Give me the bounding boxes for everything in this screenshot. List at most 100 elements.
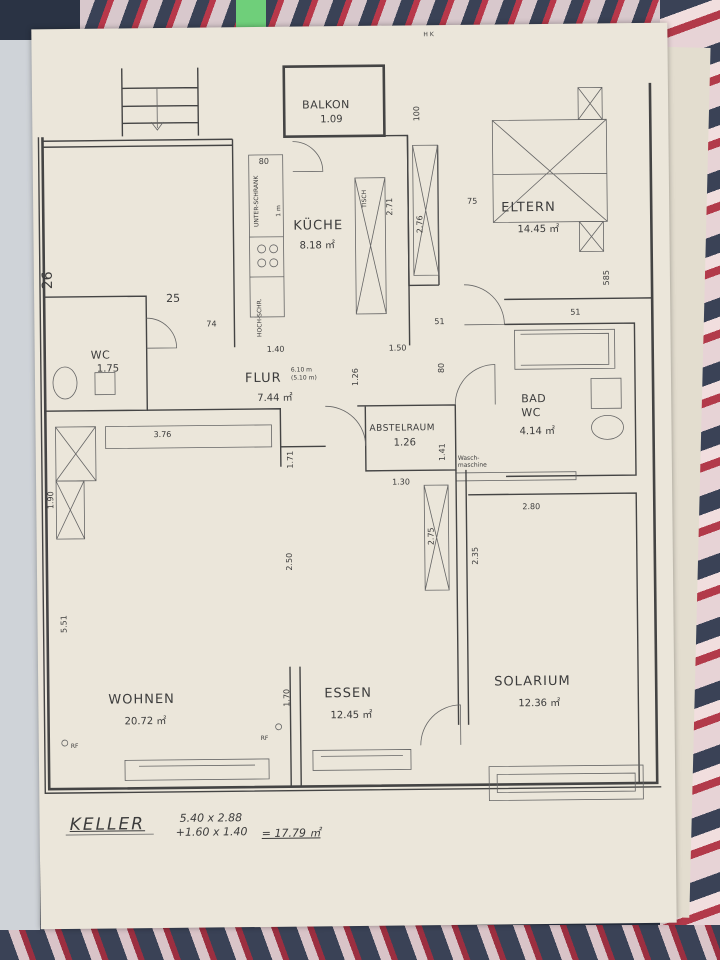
stove-ring xyxy=(269,258,279,268)
essen-label: ESSEN xyxy=(324,685,373,702)
flur-label: FLUR xyxy=(244,370,282,387)
cabinet xyxy=(55,426,97,482)
solarium-label: SOLARIUM xyxy=(494,673,571,690)
rf-label-wohnen: RF xyxy=(70,742,79,750)
window-wohnen xyxy=(124,758,270,781)
dim-190: 1.90 xyxy=(46,491,56,510)
balkon-area: 1.09 xyxy=(320,114,343,126)
living-walls xyxy=(289,469,470,787)
bed xyxy=(491,118,608,223)
outer-wall xyxy=(41,82,659,791)
bad-door-swing xyxy=(454,364,496,405)
dim-80: 80 xyxy=(258,156,269,166)
dim-25: 25 xyxy=(166,291,181,305)
wc-walls xyxy=(44,295,149,412)
bad-area: 4.14 ㎡ xyxy=(519,425,556,438)
bad-label: BAD xyxy=(521,391,547,406)
dim-585: 585 xyxy=(601,270,612,286)
dim-74: 74 xyxy=(206,319,217,329)
dim-271: 2.71 xyxy=(385,197,395,216)
nightstand xyxy=(577,86,603,121)
dim-80b: 80 xyxy=(436,362,446,374)
keller-calc-result: = 17.79 ㎡ xyxy=(261,826,321,840)
wc-area: 1.75 xyxy=(96,363,120,375)
bad-wc-label: WC xyxy=(521,406,541,420)
dim-276: 2.76 xyxy=(415,215,425,234)
dim-171: 1.71 xyxy=(285,450,295,469)
abstellraum-door-swing xyxy=(325,405,367,446)
cabinet xyxy=(55,480,86,540)
abstellraum-label: ABSTELRAUM xyxy=(369,423,436,434)
kitchen-counter-div xyxy=(249,236,284,278)
stairs-arrow xyxy=(150,88,164,131)
eltern-label: ELTERN xyxy=(501,199,556,216)
bad-toilet xyxy=(591,414,624,440)
kueche-area: 8.18 ㎡ xyxy=(299,240,336,252)
cabinet-essen xyxy=(423,484,450,591)
flur-area: 7.44 ㎡ xyxy=(257,392,293,405)
flur-note2: (5.10 m) xyxy=(290,374,317,382)
rf-marker xyxy=(61,739,69,747)
dim-100: 100 xyxy=(412,105,422,122)
dim-130: 1.30 xyxy=(392,477,410,487)
dim-140: 1.40 xyxy=(266,344,285,354)
keller-label: KELLER xyxy=(69,814,146,835)
eltern-area: 14.45 ㎡ xyxy=(517,223,560,236)
unterschrank-label: UNTER-SCHRANK xyxy=(252,175,261,228)
bathtub xyxy=(514,328,616,370)
stove-ring xyxy=(257,244,267,254)
dim-235: 2.35 xyxy=(470,546,480,565)
waschmaschine-label: Wasch-maschine xyxy=(457,454,487,469)
header-margin-text: H K xyxy=(423,31,434,39)
fabric-bottom-background xyxy=(0,925,720,960)
dim-51b: 51 xyxy=(570,307,581,317)
abstellraum-area: 1.26 xyxy=(393,437,416,449)
balkon-door-swing xyxy=(292,141,324,173)
balkon-label: BALKON xyxy=(302,98,350,112)
eltern-walls xyxy=(406,135,653,301)
hochschrank-label: HOCH-SCHR. xyxy=(256,298,264,338)
flur-note1: 6.10 m xyxy=(290,366,313,374)
wardrobe xyxy=(412,144,440,276)
rf-marker xyxy=(275,723,283,731)
eltern-door-swing xyxy=(464,284,505,326)
dim-150: 1.50 xyxy=(388,343,407,353)
solarium-door-swing xyxy=(420,704,462,746)
solarium-area: 12.36 ㎡ xyxy=(518,697,561,710)
dim-376: 3.76 xyxy=(153,429,172,440)
wc-toilet xyxy=(52,366,78,400)
dim-75: 75 xyxy=(467,196,478,206)
dim-170: 1.70 xyxy=(282,688,292,707)
window-solarium xyxy=(488,764,644,802)
dim-280: 2.80 xyxy=(522,502,541,512)
wc-label: WC xyxy=(90,348,111,362)
stairs xyxy=(121,67,200,137)
dim-141: 1.41 xyxy=(437,443,447,462)
dim-126: 1.26 xyxy=(350,368,361,387)
dim-275: 2.75 xyxy=(426,527,436,546)
dim-250: 2.50 xyxy=(284,552,294,571)
floor-plan-sheet: H K BALKON 1.09 KÜCHE 8.18 ㎡ ELTERN 14.4… xyxy=(31,22,677,930)
bad-sink xyxy=(590,377,622,409)
outer-wall-line xyxy=(37,137,662,794)
rf-label-essen: RF xyxy=(260,734,269,742)
dim-26: 26 xyxy=(39,271,57,290)
tisch-label: TISCH xyxy=(361,189,369,208)
solarium-walls xyxy=(468,492,640,784)
floor-plan-drawing xyxy=(37,64,662,836)
keller-calc-line1: 5.40 x 2.88 xyxy=(179,811,243,825)
wc-door-swing xyxy=(146,317,178,349)
keller-underline xyxy=(65,833,154,836)
stove-ring xyxy=(257,258,267,268)
kitchen-counter xyxy=(248,154,285,318)
wohnen-label: WOHNEN xyxy=(108,691,175,708)
kitchen-table xyxy=(354,177,387,315)
sideboard xyxy=(105,424,273,450)
lm-label: 1 m xyxy=(275,205,283,217)
dim-51a: 51 xyxy=(434,317,445,327)
window-essen xyxy=(312,749,412,771)
wohnen-area: 20.72 ㎡ xyxy=(124,715,167,728)
bad-walls xyxy=(504,322,637,478)
north-wall-west xyxy=(42,138,233,148)
keller-calc-line2: +1.60 x 1.40 xyxy=(175,825,248,839)
